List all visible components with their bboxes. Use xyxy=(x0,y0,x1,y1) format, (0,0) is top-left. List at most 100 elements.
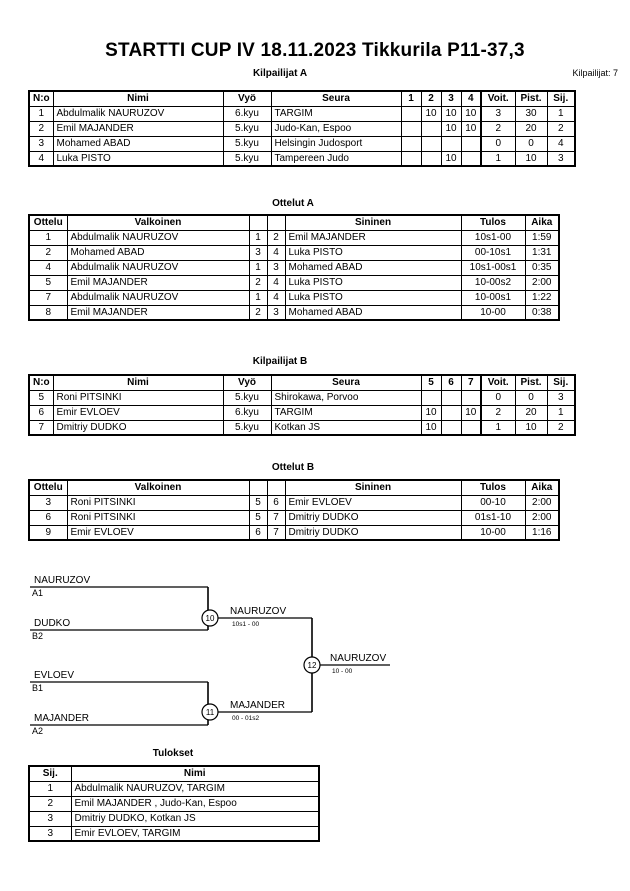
cell-white: Abdulmalik NAURUZOV xyxy=(66,289,250,306)
matches-a-caption: Ottelut A xyxy=(272,198,314,209)
cell-time: 1:16 xyxy=(524,524,560,541)
cell-result: 00-10s1 xyxy=(460,244,526,261)
table-header-row: Sij. Nimi xyxy=(28,765,320,782)
col-white: Valkoinen xyxy=(66,479,250,496)
cell-match: 3 xyxy=(28,494,68,511)
pool-a-caption: Kilpailijat A xyxy=(252,68,308,79)
cell-blue-number: 7 xyxy=(266,509,286,526)
cell-m7 xyxy=(460,419,482,436)
col-m2: 2 xyxy=(420,90,442,107)
cell-m1 xyxy=(400,150,422,167)
table-row: 3 Emir EVLOEV, TARGIM xyxy=(28,825,320,842)
col-white-number xyxy=(248,479,268,496)
cell-no: 1 xyxy=(28,105,54,122)
cell-name: Luka PISTO xyxy=(52,150,224,167)
bracket-match-circle xyxy=(201,609,219,627)
cell-rank: 1 xyxy=(546,105,576,122)
cell-time: 1:22 xyxy=(524,289,560,306)
table-row: 6 Roni PITSINKI 5 7 Dmitriy DUDKO 01s1-1… xyxy=(28,509,560,526)
cell-no: 4 xyxy=(28,150,54,167)
cell-time: 2:00 xyxy=(524,494,560,511)
cell-match: 7 xyxy=(28,289,68,306)
cell-blue: Dmitriy DUDKO xyxy=(284,524,462,541)
bracket-entrant-name: DUDKO xyxy=(34,618,70,629)
cell-white-number: 5 xyxy=(248,509,268,526)
cell-match: 6 xyxy=(28,509,68,526)
cell-wins: 1 xyxy=(480,150,516,167)
cell-match: 1 xyxy=(28,229,68,246)
cell-result: 01s1-10 xyxy=(460,509,526,526)
bracket-match-number: 10 xyxy=(206,614,215,623)
cell-result: 10s1-00s1 xyxy=(460,259,526,276)
cell-points: 0 xyxy=(514,135,548,152)
col-wins: Voit. xyxy=(480,374,516,391)
cell-result: 00-10 xyxy=(460,494,526,511)
cell-white: Roni PITSINKI xyxy=(66,509,250,526)
cell-match: 8 xyxy=(28,304,68,321)
col-club: Seura xyxy=(270,90,402,107)
cell-name: Emir EVLOEV xyxy=(52,404,224,421)
cell-rank: 3 xyxy=(28,810,72,827)
cell-no: 5 xyxy=(28,389,54,406)
matches-b-caption: Ottelut B xyxy=(271,462,315,473)
col-blue: Sininen xyxy=(284,479,462,496)
col-belt: Vyö xyxy=(222,90,272,107)
bracket-match-circle xyxy=(201,703,219,721)
col-blue: Sininen xyxy=(284,214,462,231)
cell-wins: 0 xyxy=(480,135,516,152)
cell-m7 xyxy=(460,389,482,406)
bracket-entrant-name: EVLOEV xyxy=(34,670,74,681)
cell-match: 9 xyxy=(28,524,68,541)
col-m1: 1 xyxy=(400,90,422,107)
cell-points: 30 xyxy=(514,105,548,122)
col-time: Aika xyxy=(524,214,560,231)
table-header-row: Ottelu Valkoinen Sininen Tulos Aika xyxy=(28,479,560,496)
cell-blue: Luka PISTO xyxy=(284,289,462,306)
cell-m4 xyxy=(460,135,482,152)
bracket-semifinal-score: 10s1 - 00 xyxy=(232,621,259,628)
cell-rank: 3 xyxy=(546,150,576,167)
bracket-semifinal-score: 00 - 01s2 xyxy=(232,715,259,722)
col-rank: Sij. xyxy=(546,90,576,107)
bracket-final-winner: NAURUZOV xyxy=(330,653,386,664)
cell-result: 10-00 xyxy=(460,524,526,541)
table-row: 5 Roni PITSINKI 5.kyu Shirokawa, Porvoo … xyxy=(28,389,576,406)
cell-belt: 5.kyu xyxy=(222,150,272,167)
cell-blue: Mohamed ABAD xyxy=(284,304,462,321)
cell-club: Kotkan JS xyxy=(270,419,422,436)
cell-points: 20 xyxy=(514,120,548,137)
cell-match: 2 xyxy=(28,244,68,261)
cell-belt: 5.kyu xyxy=(222,389,272,406)
cell-rank: 2 xyxy=(546,120,576,137)
cell-time: 1:59 xyxy=(524,229,560,246)
cell-blue-number: 4 xyxy=(266,289,286,306)
bracket-entrant-name: NAURUZOV xyxy=(34,575,90,586)
cell-blue-number: 4 xyxy=(266,274,286,291)
cell-blue-number: 7 xyxy=(266,524,286,541)
cell-no: 2 xyxy=(28,120,54,137)
col-m4: 4 xyxy=(460,90,482,107)
cell-blue-number: 6 xyxy=(266,494,286,511)
cell-m3: 10 xyxy=(440,150,462,167)
cell-club: TARGIM xyxy=(270,404,422,421)
cell-belt: 6.kyu xyxy=(222,105,272,122)
col-m5: 5 xyxy=(420,374,442,391)
cell-belt: 5.kyu xyxy=(222,419,272,436)
table-row: 7 Dmitriy DUDKO 5.kyu Kotkan JS 10 1 10 … xyxy=(28,419,576,436)
cell-belt: 5.kyu xyxy=(222,135,272,152)
col-name: Nimi xyxy=(52,90,224,107)
col-blue-number xyxy=(266,479,286,496)
col-wins: Voit. xyxy=(480,90,516,107)
cell-rank: 2 xyxy=(546,419,576,436)
cell-rank: 1 xyxy=(546,404,576,421)
bracket-final-score: 10 - 00 xyxy=(332,668,353,675)
cell-name: Roni PITSINKI xyxy=(52,389,224,406)
col-result: Tulos xyxy=(460,214,526,231)
cell-blue: Luka PISTO xyxy=(284,244,462,261)
cell-m2: 10 xyxy=(420,105,442,122)
cell-m2 xyxy=(420,135,442,152)
cell-club: Shirokawa, Porvoo xyxy=(270,389,422,406)
cell-blue-number: 4 xyxy=(266,244,286,261)
cell-rank: 3 xyxy=(28,825,72,842)
cell-white-number: 1 xyxy=(248,259,268,276)
